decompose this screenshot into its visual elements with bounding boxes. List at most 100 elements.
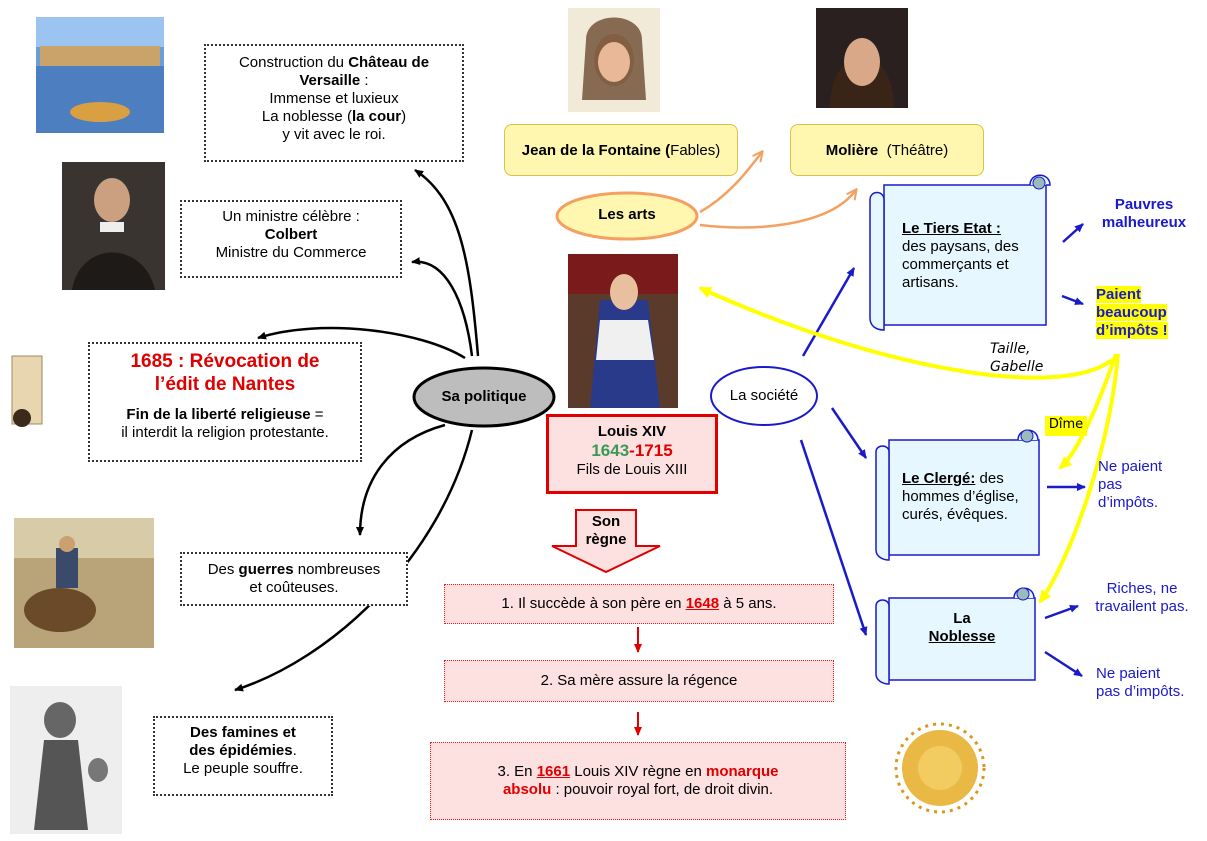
step3-text-a: 3. En	[497, 763, 537, 780]
versailles-bold-1: Château de	[348, 54, 430, 71]
louis-name: Louis XIV	[597, 423, 667, 440]
np2-a: Ne paient	[1096, 665, 1161, 682]
picture-fontaine	[568, 8, 660, 112]
box-step2: 2. Sa mère assure la régence	[444, 660, 834, 702]
guerres-text-d: et coûteuses.	[249, 579, 339, 596]
box-colbert: Un ministre célèbre : Colbert Ministre d…	[180, 200, 402, 278]
step1-year: 1648	[685, 595, 720, 612]
link-moliere	[699, 190, 856, 229]
oval-societe	[710, 366, 818, 426]
clerge-line-2: curés, évêques.	[902, 506, 1008, 523]
box-nantes: 1685 : Révocation de l’édit de Nantes Fi…	[88, 342, 362, 462]
paient-2: beaucoup	[1096, 304, 1167, 321]
link-versailles	[414, 168, 480, 357]
label-riches: Riches, ne travailent pas.	[1078, 580, 1206, 616]
link-clerge	[830, 407, 868, 459]
np2-b: pas d’impôts.	[1096, 683, 1185, 700]
moliere-text: (Théâtre)	[878, 142, 949, 159]
regne-label: Son règne	[585, 513, 627, 548]
nantes-text-2: il interdit la religion protestante.	[121, 424, 329, 441]
link-fontaine	[699, 152, 762, 214]
noblesse-line-2: Noblesse	[928, 628, 996, 645]
link-guerres	[356, 423, 446, 536]
versailles-colon: :	[360, 72, 369, 89]
famines-bold-1: Des famines et	[190, 724, 296, 741]
nantes-title-2: l’édit de Nantes	[154, 374, 296, 395]
label-pauvres: Pauvres malheureux	[1088, 196, 1200, 232]
versailles-bold-4: la cour	[351, 108, 402, 125]
versailles-text-3: Immense et luxieux	[269, 90, 399, 107]
regne-arrow-shape	[551, 509, 661, 574]
colbert-text-1: Un ministre célèbre :	[222, 208, 360, 225]
pauvres-2: malheureux	[1101, 214, 1187, 231]
link-noblesse	[799, 439, 868, 636]
box-guerres: Des guerres nombreuses et coûteuses.	[180, 552, 408, 606]
societe-links	[799, 223, 1086, 678]
link-riches	[1044, 604, 1079, 620]
step1-text-c: à 5 ans.	[719, 595, 777, 612]
picture-parchment	[11, 355, 43, 427]
versailles-text-5: y vit avec le roi.	[282, 126, 386, 143]
famines-period: .	[292, 742, 297, 759]
link-tiers	[801, 267, 856, 357]
colbert-bold: Colbert	[264, 226, 318, 243]
dime-text: Dîme	[1048, 417, 1084, 432]
label-paient: Paient beaucoup d’impôts !	[1096, 286, 1182, 340]
nantes-bold: Fin de la liberté religieuse	[126, 406, 311, 423]
noblesse-text: La Noblesse	[889, 610, 1035, 646]
noblesse-line-1: La	[953, 610, 971, 627]
tax-links	[698, 286, 1120, 604]
oval-politique-label: Sa politique	[441, 388, 527, 405]
scroll-clerge	[875, 429, 1040, 561]
np1-b: pas	[1098, 476, 1123, 493]
versailles-text-1: Construction du	[238, 54, 349, 71]
link-colbert	[411, 257, 474, 357]
louis-year-end: 1715	[634, 441, 673, 460]
np1-c: d’impôts.	[1098, 494, 1159, 511]
guerres-text-c: nombreuses	[293, 561, 381, 578]
famines-bold-2: des épidémies	[189, 742, 293, 759]
box-step1: 1. Il succède à son père en 1648 à 5 ans…	[444, 584, 834, 624]
riches-2: travailent pas.	[1095, 598, 1189, 615]
box-versailles: Construction du Château de Versaille : I…	[204, 44, 464, 162]
pauvres-1: Pauvres	[1114, 196, 1174, 213]
box-fontaine: Jean de la Fontaine (Fables)	[504, 124, 738, 176]
picture-moliere	[816, 8, 908, 108]
clerge-title-tail: des	[975, 470, 1004, 487]
guerres-bold: guerres	[238, 561, 294, 578]
oval-arts	[555, 191, 699, 241]
guerres-text-a: Des	[207, 561, 239, 578]
label-np1: Ne paient pas d’impôts.	[1098, 458, 1194, 512]
step3-text-c: Louis XIV règne en	[570, 763, 706, 780]
arts-links	[699, 152, 856, 229]
clerge-text: Le Clergé: des hommes d’église, curés, é…	[902, 470, 1042, 524]
picture-sun	[894, 722, 986, 814]
paient-3: d’impôts !	[1096, 322, 1168, 339]
picture-famine	[10, 686, 122, 834]
colbert-text-3: Ministre du Commerce	[215, 244, 367, 261]
nantes-equals: =	[310, 406, 324, 423]
label-taille: Taille, Gabelle	[990, 340, 1060, 376]
tiers-line-2: commerçants et	[902, 256, 1009, 273]
moliere-bold: Molière	[825, 142, 879, 159]
link-taxes-clerge	[1058, 353, 1118, 470]
taille-2: Gabelle	[990, 359, 1044, 375]
scroll-noblesse	[875, 587, 1036, 685]
oval-politique	[412, 366, 556, 428]
link-paient	[1061, 294, 1084, 306]
versailles-text-4a: La noblesse (	[261, 108, 352, 125]
link-pauvres	[1062, 223, 1084, 243]
box-step3: 3. En 1661 Louis XIV règne en monarque a…	[430, 742, 846, 820]
link-taxes-noblesse	[1038, 353, 1120, 604]
label-dime: Dîme	[1045, 416, 1087, 436]
louis-dash: -	[629, 441, 635, 460]
fontaine-text: Fables)	[670, 142, 721, 159]
paient-1: Paient	[1096, 286, 1142, 303]
np1-a: Ne paient	[1098, 458, 1163, 475]
oval-societe-label: La société	[729, 387, 799, 404]
clerge-line-1: hommes d’église,	[902, 488, 1019, 505]
step2-text: 2. Sa mère assure la régence	[540, 672, 738, 689]
box-famines: Des famines et des épidémies. Le peuple …	[153, 716, 333, 796]
